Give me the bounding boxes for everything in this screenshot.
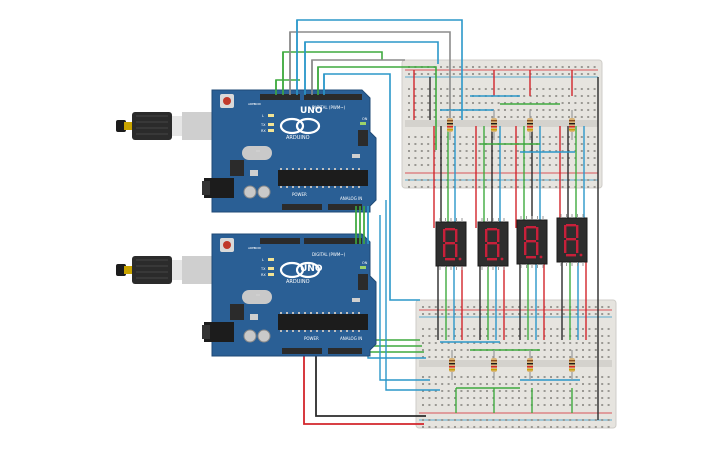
board-2-on-label: ON [362,261,368,265]
display-4-segment-c [576,240,579,253]
display-3-segment-d [526,256,536,259]
display-1-segment-d [445,258,455,261]
display-2-segment-f [485,229,488,242]
display-4-segment-b [576,225,579,238]
wire-green-1 [282,51,383,92]
seven-segment-display-3 [516,216,548,268]
display-1-segment-e [443,244,446,257]
arduino-body-1 [200,88,378,214]
display-4-dp [579,253,583,257]
board-1-analog-header: ANALOG IN [340,196,362,201]
board-1-brand: ARDUINO [286,135,310,141]
seven-segment-display-1 [435,218,467,270]
board-2-digital-header: DIGITAL (PWM~) [312,252,346,257]
display-1-segment-g [445,242,455,245]
resistor-5[interactable] [449,350,455,380]
resistor-4[interactable] [569,110,575,140]
arduino-board-1[interactable]: UNO ARDUINO DIGITAL (PWM~) ANALOG IN POW… [115,88,378,214]
resistor-3[interactable] [527,110,533,140]
display-4-segment-a [566,224,576,227]
board-2-gnd-label: GND [254,246,262,250]
display-4-segment-e [564,240,567,253]
display-3-segment-f [524,227,527,240]
display-2-dp [500,257,504,261]
board-1-power-header: POWER [292,192,307,197]
display-2-segment-e [485,244,488,257]
wire-link-1 [379,215,430,381]
display-3-segment-c [536,242,539,255]
board-2-model: UNO [300,264,323,274]
board-1-l-label: L [262,114,264,118]
wire-link-2 [385,200,440,391]
board-2-rx-label: RX [261,273,266,277]
board-2-brand: ARDUINO [286,279,310,285]
board-1-rx-label: RX [261,129,266,133]
display-1-segment-c [455,244,458,257]
breadboard-top[interactable] [401,59,603,189]
display-4-segment-d [566,254,576,257]
arduino-board-2[interactable]: UNO ARDUINO DIGITAL (PWM~) ANALOG IN POW… [115,232,378,358]
resistors[interactable] [447,110,575,380]
board-1-model: UNO [300,106,323,116]
usb-cable-1 [115,111,213,141]
seven-segment-display-2 [477,218,509,270]
board-2-analog-header: ANALOG IN [340,336,362,341]
display-3-segment-e [524,242,527,255]
display-1-segment-f [443,229,446,242]
board-2-power-header: POWER [304,336,319,341]
board-1-on-label: ON [362,117,368,121]
display-2-segment-g [487,242,497,245]
display-4-segment-g [566,238,576,241]
display-3-segment-g [526,240,536,243]
wire-power-red [303,356,424,425]
board-2-l-label: L [262,258,264,262]
display-1-segment-a [445,228,455,231]
display-2-segment-c [497,244,500,257]
board-1-aref-label: AREF [248,102,256,106]
board-1-tx-label: TX [260,123,266,127]
wire-gray-2 [311,59,405,92]
resistor-8[interactable] [569,350,575,380]
board-1-digital-header: DIGITAL (PWM~) [312,105,346,110]
display-3-segment-a [526,226,536,229]
board-2-aref-label: AREF [248,246,256,250]
display-3-dp [539,255,543,259]
board-1-gnd-label: GND [254,102,262,106]
display-1-dp [458,257,462,261]
resistor-7[interactable] [527,350,533,380]
display-2-segment-d [487,258,497,261]
display-3-segment-b [536,227,539,240]
resistor-6[interactable] [491,350,497,380]
usb-cable-2 [115,255,213,285]
display-2-segment-b [497,229,500,242]
display-wires[interactable] [413,70,599,420]
resistor-2[interactable] [491,110,497,140]
header-wires-overlay [275,20,369,244]
board-2-tx-label: TX [260,267,266,271]
display-4-segment-f [564,225,567,238]
display-2-segment-a [487,228,497,231]
seven-segment-display-4 [556,214,588,266]
display-1-segment-b [455,229,458,242]
resistor-1[interactable] [447,110,453,140]
seven-segment-displays [435,214,588,270]
wire-power-black [315,356,426,417]
